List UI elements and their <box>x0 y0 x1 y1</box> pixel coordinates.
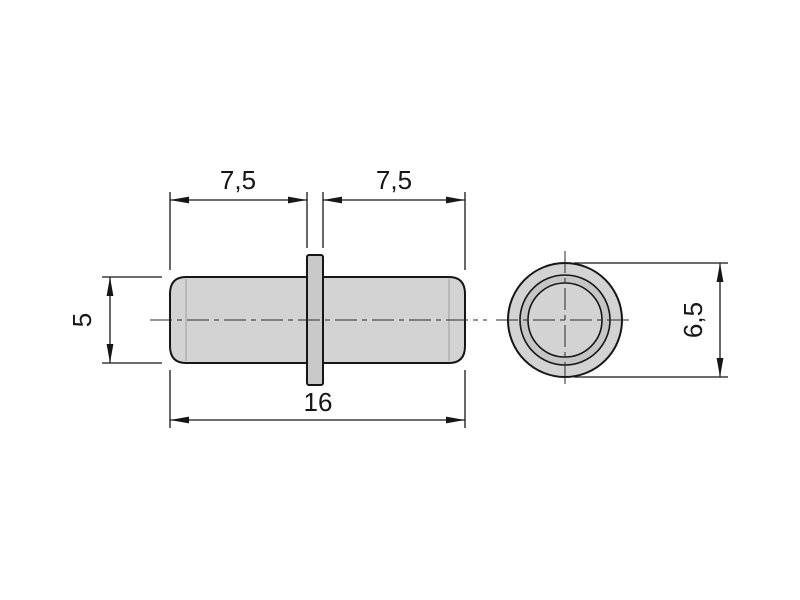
dim-label-right-segment: 7,5 <box>376 165 412 195</box>
side-view <box>150 254 487 386</box>
dim-label-flange-diameter: 6,5 <box>678 302 708 338</box>
end-view <box>496 251 634 389</box>
dim-label-left-segment: 7,5 <box>220 165 256 195</box>
dim-label-total-length: 16 <box>304 387 333 417</box>
dimensions: 7,5 7,5 5 16 6,5 <box>67 165 728 428</box>
dim-label-pin-diameter: 5 <box>67 313 97 327</box>
